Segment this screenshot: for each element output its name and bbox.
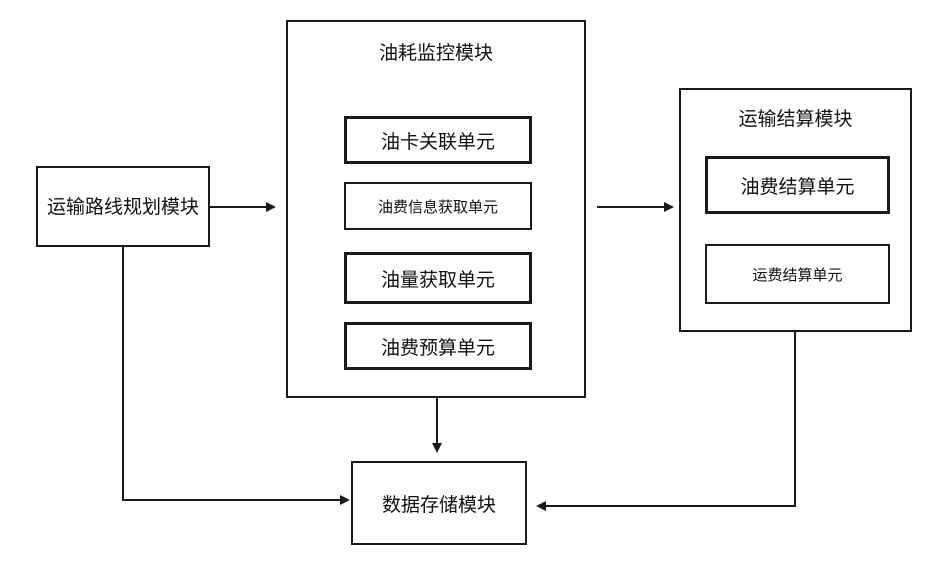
- data-storage-module: 数据存储模块: [351, 461, 527, 545]
- transport-settlement-module-title: 运输结算模块: [681, 104, 910, 131]
- fuel-settlement-unit: 油费结算单元: [705, 156, 890, 214]
- oil-card-link-unit: 油卡关联单元: [344, 116, 532, 164]
- fuel-settlement-unit-label: 油费结算单元: [740, 172, 854, 199]
- fuel-info-acquire-unit-label: 油费信息获取单元: [378, 196, 498, 217]
- transport-settlement-module: 运输结算模块 油费结算单元 运费结算单元: [679, 88, 912, 332]
- route-planning-module: 运输路线规划模块: [36, 166, 210, 247]
- oil-card-link-unit-label: 油卡关联单元: [381, 127, 495, 154]
- freight-settlement-unit: 运费结算单元: [705, 244, 890, 304]
- fuel-budget-unit-label: 油费预算单元: [381, 333, 495, 360]
- data-storage-module-label: 数据存储模块: [382, 490, 496, 517]
- fuel-budget-unit: 油费预算单元: [344, 322, 532, 370]
- fuel-volume-acquire-unit: 油量获取单元: [344, 252, 532, 304]
- oil-monitoring-module-title: 油耗监控模块: [288, 38, 584, 65]
- fuel-info-acquire-unit: 油费信息获取单元: [344, 182, 532, 230]
- oil-monitoring-module: 油耗监控模块 油卡关联单元 油费信息获取单元 油量获取单元 油费预算单元: [286, 20, 586, 398]
- route-planning-module-label: 运输路线规划模块: [47, 191, 199, 223]
- freight-settlement-unit-label: 运费结算单元: [752, 264, 842, 285]
- fuel-volume-acquire-unit-label: 油量获取单元: [381, 265, 495, 292]
